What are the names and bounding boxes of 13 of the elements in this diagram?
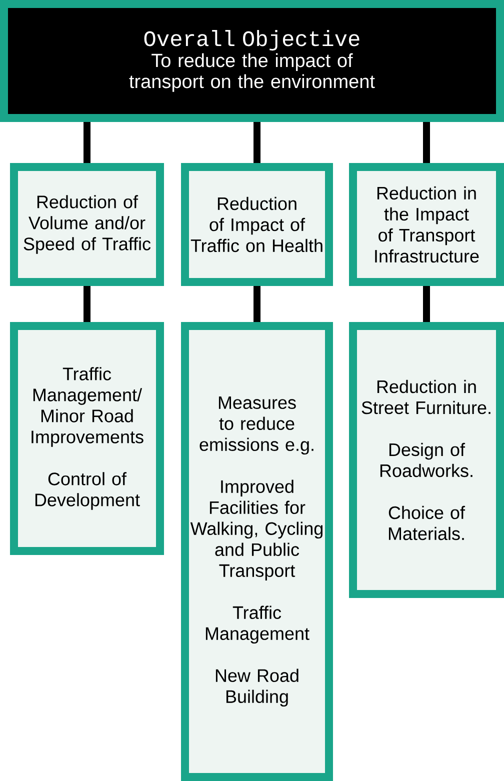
aim-box: Reduction of Volume and/or Speed of Traffic (10, 163, 164, 286)
measure-box: Traffic Management/ Minor Road Improvements Control of Development (10, 322, 164, 555)
connector-line (254, 286, 260, 322)
connector-line (84, 286, 90, 322)
connector-line (84, 122, 90, 163)
measure-box: Reduction in Street Furniture. Design of Roadworks. Choice of Materials. (349, 322, 504, 598)
connector-line (423, 122, 430, 163)
aim-box: Reduction of Impact of Traffic on Health (181, 163, 333, 286)
connector-line (423, 286, 430, 322)
connector-line (254, 122, 260, 163)
objective-box: Overall Objective To reduce the impact of transport on the environment (0, 0, 504, 122)
measure-box: Measures to reduce emissions e.g. Improved Facilities for Walking, Cycling and Public Transport Traffic Management New Road Building (181, 322, 333, 781)
aim-box: Reduction in the Impact of Transport Infrastructure (349, 163, 504, 286)
